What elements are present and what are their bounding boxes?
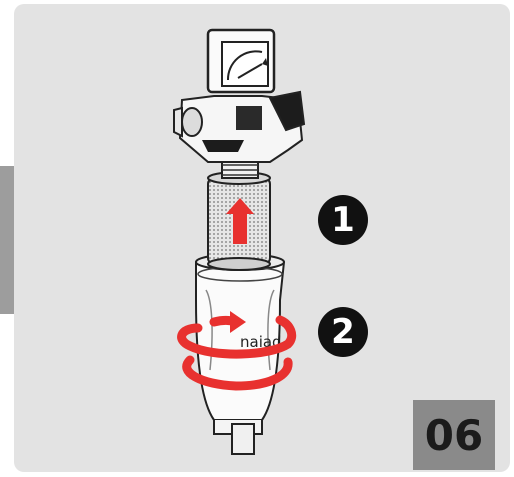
filter-head: [173, 90, 306, 163]
step-badge-2: 2: [318, 307, 368, 357]
inlet-port: [181, 107, 203, 137]
step-number-label: 06: [413, 400, 495, 470]
pressure-gauge: [206, 28, 276, 94]
remove-screen-arrow: [226, 198, 254, 244]
previous-step-tab[interactable]: [0, 166, 14, 314]
drain-valve: [231, 423, 255, 455]
step-badge-1: 1: [318, 195, 368, 245]
